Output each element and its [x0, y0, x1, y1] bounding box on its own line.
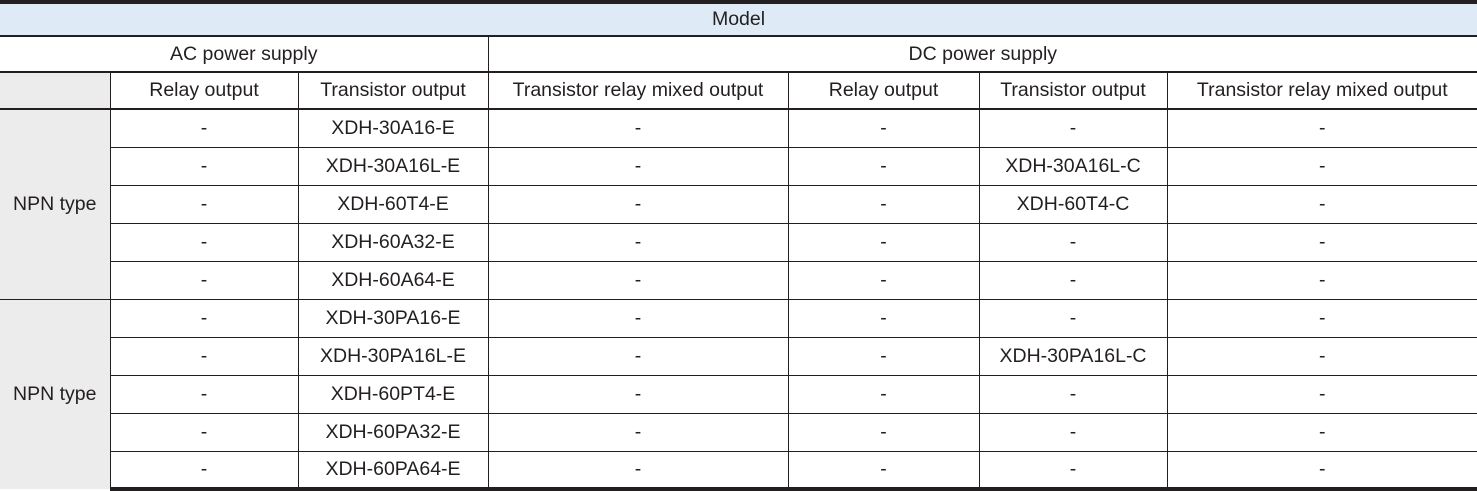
table-body: NPN type-XDH-30A16-E-----XDH-30A16L-E--X…: [0, 109, 1477, 491]
table-header: Model AC power supply DC power supply Re…: [0, 0, 1477, 110]
cell-empty: -: [110, 375, 299, 414]
header-ac-transistor-relay-mixed-output: Transistor relay mixed output: [488, 72, 789, 110]
cell-empty: -: [1167, 375, 1477, 414]
cell-empty: -: [788, 299, 980, 338]
header-corner-blank: [0, 72, 111, 110]
model-banner-label: Model: [0, 0, 1477, 37]
table-row: -XDH-60A64-E----: [0, 261, 1477, 300]
cell-empty: -: [788, 413, 980, 452]
cell-empty: -: [979, 413, 1168, 452]
cell-empty: -: [110, 451, 299, 491]
power-supply-group-row: AC power supply DC power supply: [0, 36, 1477, 73]
table-row: NPN type-XDH-30PA16-E----: [0, 299, 1477, 489]
header-dc-transistor-relay-mixed-output: Transistor relay mixed output: [1167, 72, 1477, 110]
cell-model-number: XDH-60PA64-E: [298, 451, 489, 491]
header-ac-transistor-output: Transistor output: [298, 72, 489, 110]
cell-empty: -: [1167, 147, 1477, 186]
cell-empty: -: [110, 413, 299, 452]
cell-empty: -: [788, 147, 980, 186]
cell-model-number: XDH-60T4-E: [298, 185, 489, 224]
row-group-label: NPN type: [0, 109, 111, 300]
cell-empty: -: [1167, 337, 1477, 376]
table-row: -XDH-60A32-E----: [0, 223, 1477, 262]
cell-empty: -: [488, 413, 789, 452]
cell-empty: -: [979, 261, 1168, 300]
cell-empty: -: [488, 261, 789, 300]
header-dc-power-supply: DC power supply: [488, 36, 1477, 73]
cell-empty: -: [788, 375, 980, 414]
cell-empty: -: [110, 109, 299, 148]
table-row: NPN type-XDH-30A16-E----: [0, 109, 1477, 300]
cell-empty: -: [1167, 413, 1477, 452]
cell-model-number: XDH-30A16L-C: [979, 147, 1168, 186]
cell-model-number: XDH-60T4-C: [979, 185, 1168, 224]
cell-empty: -: [788, 109, 980, 148]
cell-empty: -: [488, 375, 789, 414]
cell-model-number: XDH-30PA16L-E: [298, 337, 489, 376]
cell-empty: -: [979, 299, 1168, 338]
table-row: -XDH-30A16L-E--XDH-30A16L-C-: [0, 147, 1477, 186]
cell-empty: -: [488, 185, 789, 224]
cell-empty: -: [788, 451, 980, 491]
cell-empty: -: [979, 375, 1168, 414]
cell-model-number: XDH-60A64-E: [298, 261, 489, 300]
cell-empty: -: [788, 185, 980, 224]
cell-empty: -: [979, 109, 1168, 148]
cell-empty: -: [110, 261, 299, 300]
header-dc-relay-output: Relay output: [788, 72, 980, 110]
cell-model-number: XDH-60PA32-E: [298, 413, 489, 452]
cell-empty: -: [110, 337, 299, 376]
table-row: -XDH-60PA64-E----: [0, 451, 1477, 491]
cell-empty: -: [1167, 109, 1477, 148]
cell-model-number: XDH-30A16-E: [298, 109, 489, 148]
cell-empty: -: [110, 147, 299, 186]
table-row: -XDH-60PA32-E----: [0, 413, 1477, 452]
cell-empty: -: [1167, 261, 1477, 300]
cell-model-number: XDH-30PA16L-C: [979, 337, 1168, 376]
table-row: -XDH-60PT4-E----: [0, 375, 1477, 414]
cell-empty: -: [488, 109, 789, 148]
cell-empty: -: [110, 223, 299, 262]
cell-empty: -: [488, 147, 789, 186]
cell-empty: -: [1167, 299, 1477, 338]
cell-empty: -: [788, 337, 980, 376]
model-banner-row: Model: [0, 0, 1477, 37]
row-group-label: NPN type: [0, 299, 111, 489]
cell-empty: -: [1167, 451, 1477, 491]
cell-empty: -: [1167, 223, 1477, 262]
header-ac-power-supply: AC power supply: [0, 36, 489, 73]
cell-model-number: XDH-60A32-E: [298, 223, 489, 262]
cell-empty: -: [1167, 185, 1477, 224]
cell-model-number: XDH-60PT4-E: [298, 375, 489, 414]
cell-empty: -: [979, 223, 1168, 262]
header-ac-relay-output: Relay output: [110, 72, 299, 110]
cell-empty: -: [110, 185, 299, 224]
cell-empty: -: [110, 299, 299, 338]
cell-model-number: XDH-30PA16-E: [298, 299, 489, 338]
cell-empty: -: [488, 223, 789, 262]
cell-empty: -: [788, 261, 980, 300]
output-column-header-row: Relay output Transistor output Transisto…: [0, 72, 1477, 110]
cell-empty: -: [788, 223, 980, 262]
cell-empty: -: [488, 451, 789, 491]
cell-model-number: XDH-30A16L-E: [298, 147, 489, 186]
header-dc-transistor-output: Transistor output: [979, 72, 1168, 110]
cell-empty: -: [488, 299, 789, 338]
table-row: -XDH-60T4-E--XDH-60T4-C-: [0, 185, 1477, 224]
cell-empty: -: [979, 451, 1168, 491]
cell-empty: -: [488, 337, 789, 376]
table-row: -XDH-30PA16L-E--XDH-30PA16L-C-: [0, 337, 1477, 376]
